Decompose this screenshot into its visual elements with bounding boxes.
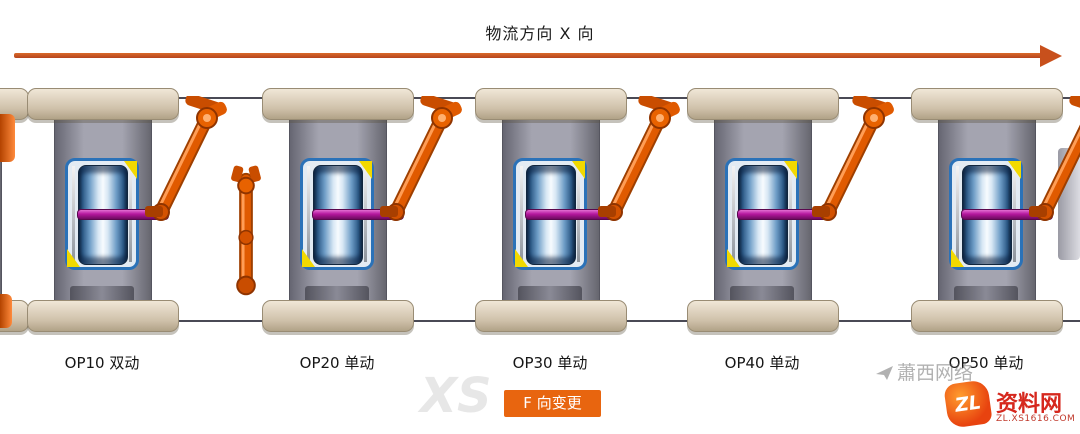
press-station-op30 xyxy=(475,88,627,332)
watermark-faint-brand: 蕭西网络 xyxy=(876,358,973,385)
press-station-op10 xyxy=(27,88,179,332)
watermark: 蕭西网络 ZL 资料网 ZL.XS1616.COM xyxy=(868,356,1078,434)
base-slab xyxy=(687,300,839,332)
press-pedestal xyxy=(954,286,1018,304)
press-pedestal xyxy=(518,286,582,304)
guide-rod xyxy=(732,166,735,262)
station-label-op50: OP50 单动 xyxy=(948,354,1024,372)
watermark-background-mark: XS xyxy=(420,368,492,424)
guide-rod xyxy=(956,166,959,262)
plane-icon xyxy=(876,366,893,380)
crown-slab xyxy=(27,88,179,120)
press-pedestal xyxy=(70,286,134,304)
station-label-op30: OP30 单动 xyxy=(512,354,588,372)
flow-arrow-head-icon xyxy=(1040,45,1062,67)
base-slab xyxy=(475,300,627,332)
flow-direction-label: 物流方向 X 向 xyxy=(485,24,595,43)
site-url: ZL.XS1616.COM xyxy=(996,414,1076,424)
flow-arrow-shaft xyxy=(14,53,1042,58)
robot-arm-icon xyxy=(1029,96,1080,236)
partial-robot xyxy=(0,114,15,162)
robot-arm-icon xyxy=(812,96,902,236)
press-station-op40 xyxy=(687,88,839,332)
press-pedestal xyxy=(305,286,369,304)
partial-robot xyxy=(0,294,12,328)
press-station-op50 xyxy=(911,88,1063,332)
station-label-op20: OP20 单动 xyxy=(299,354,375,372)
guide-rod xyxy=(520,166,523,262)
vertical-robot-icon xyxy=(224,164,268,306)
crown-slab xyxy=(475,88,627,120)
press-station-op20 xyxy=(262,88,414,332)
site-brand: 资料网 xyxy=(996,392,1063,417)
watermark-faint-text: 蕭西网络 xyxy=(897,362,974,384)
station-label-op10: OP10 双动 xyxy=(64,354,140,372)
crown-slab xyxy=(262,88,414,120)
base-slab xyxy=(27,300,179,332)
change-badge: F 向变更 xyxy=(504,390,601,417)
base-slab xyxy=(911,300,1063,332)
base-slab xyxy=(262,300,414,332)
guide-rod xyxy=(72,166,75,262)
robot-arm-icon xyxy=(598,96,688,236)
guide-rod xyxy=(307,166,310,262)
crown-slab xyxy=(687,88,839,120)
robot-arm-icon xyxy=(145,96,235,236)
crown-slab xyxy=(911,88,1063,120)
robot-arm-icon xyxy=(380,96,470,236)
site-logo: ZL xyxy=(943,379,993,429)
station-label-op40: OP40 单动 xyxy=(724,354,800,372)
press-pedestal xyxy=(730,286,794,304)
